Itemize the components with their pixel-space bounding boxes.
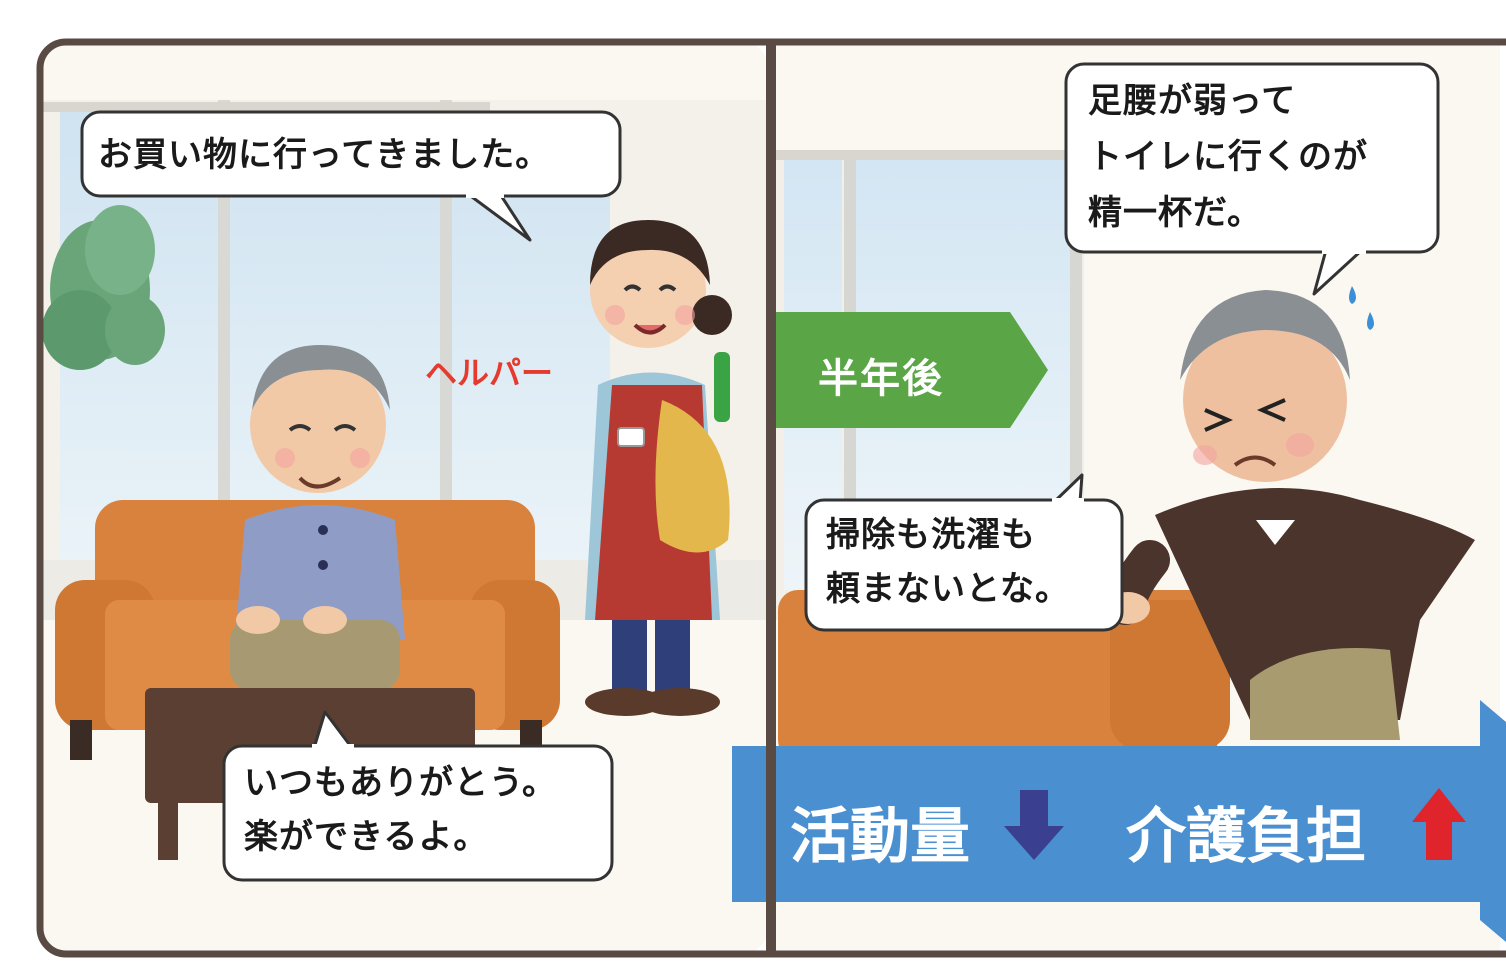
comic-frame — [36, 38, 1506, 958]
bubble-elder-line-1: いつもありがとう。 — [244, 763, 557, 803]
down-arrow-icon — [1004, 790, 1064, 860]
care-burden-label: 介護負担 — [1126, 802, 1366, 872]
activity-label: 活動量 — [790, 802, 970, 872]
tree-decoration — [42, 205, 165, 370]
sweat-drop-icon — [1349, 286, 1356, 304]
panel-divider — [766, 40, 776, 956]
left-panel — [40, 42, 768, 954]
helper-woman — [585, 220, 732, 716]
bubble-chores-line-1: 掃除も洗濯も — [826, 515, 1036, 555]
speech-bubble-chores — [804, 473, 1124, 632]
bubble-complaint-line-2: トイレに行くのが — [1088, 137, 1368, 177]
bubble-complaint-line-3: 精一杯だ。 — [1088, 193, 1262, 233]
speech-bubble-complaint — [1064, 62, 1440, 296]
right-sofa — [778, 590, 1230, 760]
up-arrow-icon — [1412, 788, 1466, 860]
elderly-man-happy — [230, 345, 405, 690]
elderly-man-tired — [1105, 286, 1475, 740]
bubble-helper-text: お買い物に行ってきました。 — [98, 135, 551, 175]
bubble-elder-line-2: 楽ができるよ。 — [244, 817, 489, 857]
time-banner — [774, 312, 1048, 428]
bubble-chores-line-2: 頼まないとな。 — [826, 569, 1070, 609]
time-banner-text: 半年後 — [818, 356, 944, 402]
helper-label: ヘルパー — [425, 354, 554, 392]
right-panel — [732, 42, 1506, 954]
bubble-complaint-line-1: 足腰が弱って — [1088, 81, 1297, 121]
result-banner — [732, 700, 1506, 942]
speech-bubble-helper — [80, 110, 622, 242]
speech-bubble-elder — [222, 710, 614, 882]
